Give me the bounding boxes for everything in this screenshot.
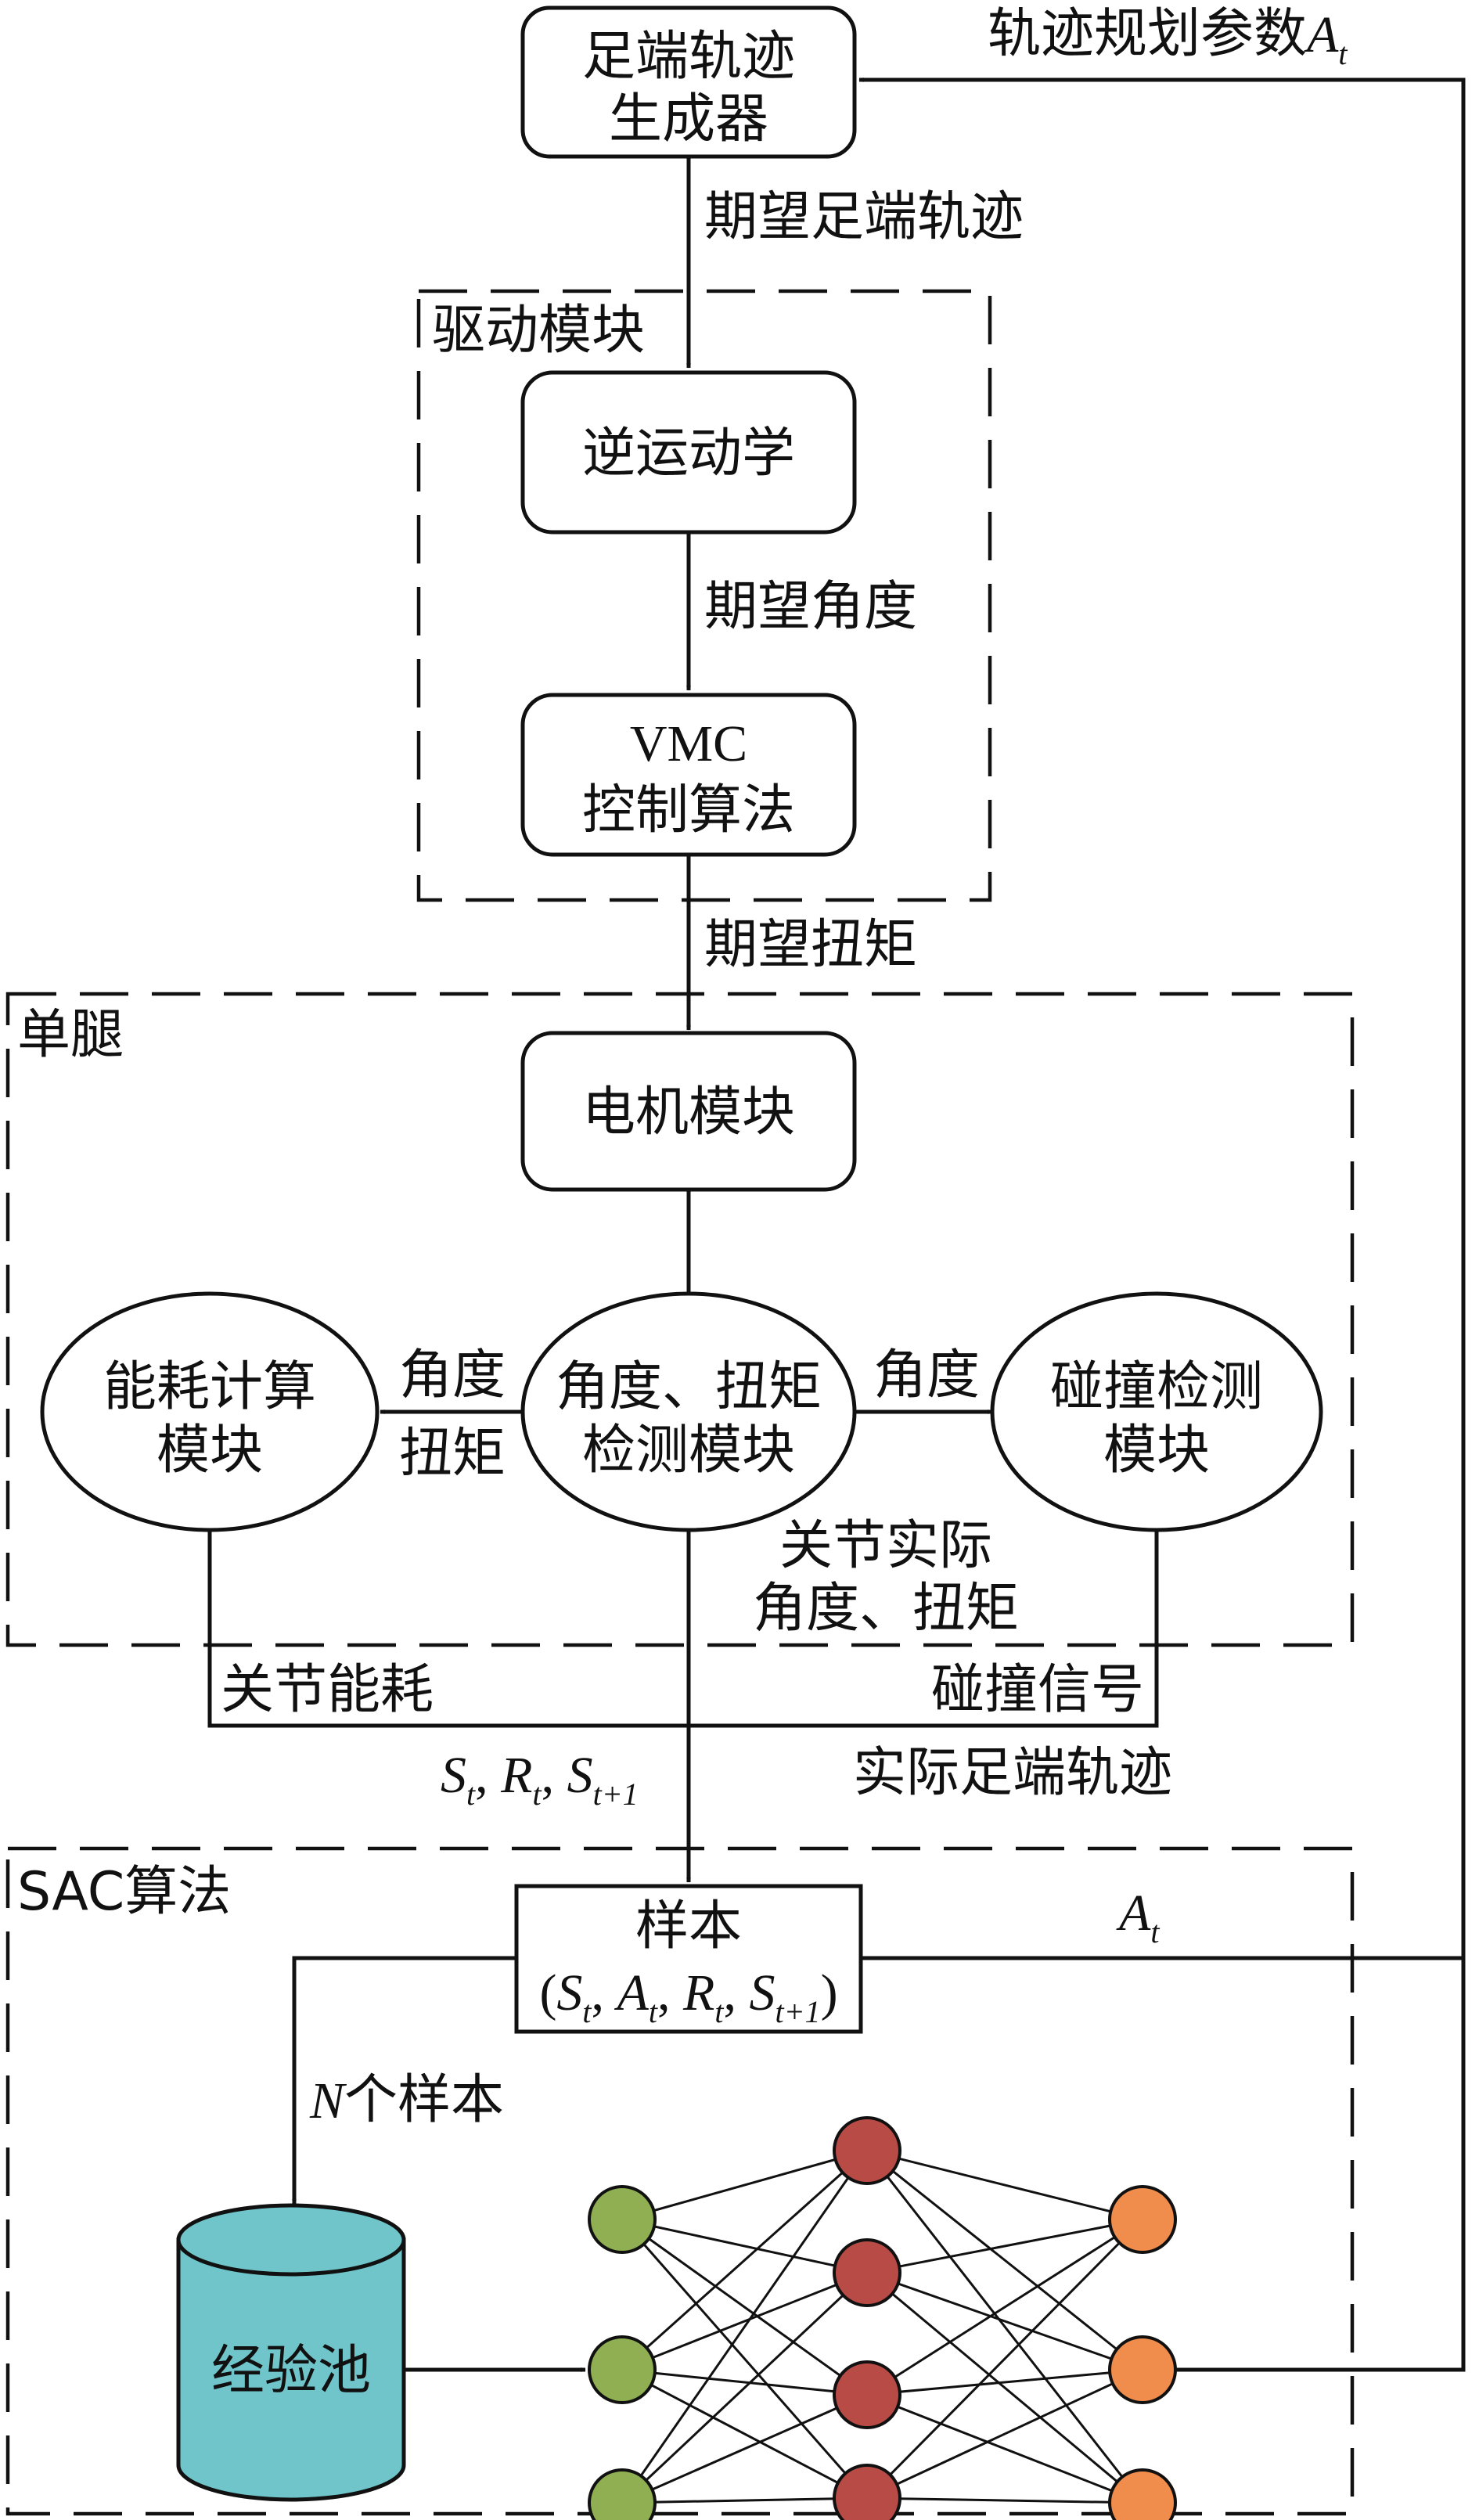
network-connection — [621, 2149, 868, 2221]
network-connection — [866, 2393, 1143, 2504]
label-desired-foot-trajectory: 期望足端轨迹 — [704, 186, 1024, 248]
inverse-kinematics-box — [520, 370, 857, 535]
hidden-neuron — [833, 2238, 901, 2307]
label-state-reward-next-state: St, Rt, St+1 — [441, 1747, 639, 1812]
label-joint-actual-line1: 关节实际 — [779, 1515, 992, 1577]
sensing-line1: 角度、扭矩 — [556, 1356, 822, 1418]
replay-pool-body — [176, 2237, 406, 2502]
vmc-label: VMC — [630, 715, 747, 772]
sample-tuple: (St, At, Rt, St+1) — [539, 1964, 837, 2029]
output-neuron — [1108, 2335, 1177, 2404]
policy-network — [588, 2116, 1177, 2520]
network-connection — [865, 2150, 1144, 2504]
drive-module-group — [416, 289, 992, 902]
network-connection — [621, 2368, 868, 2396]
input-neuron — [588, 2185, 657, 2254]
single-leg-label: 单腿 — [17, 1004, 124, 1066]
sac-algorithm-group — [5, 1846, 1355, 2516]
input-neuron — [588, 2335, 657, 2404]
collision-detect-line2: 模块 — [1103, 1420, 1210, 1481]
motor-module-box — [520, 1031, 857, 1192]
network-connection — [621, 2271, 868, 2371]
network-connection — [866, 2271, 1143, 2371]
network-connection — [621, 2149, 869, 2371]
collision-detect-ellipse — [990, 1291, 1323, 1532]
label-trajectory-params: 轨迹规划参数At — [988, 3, 1348, 71]
sample-box — [514, 1884, 863, 2034]
label-actual-foot-trajectory: 实际足端轨迹 — [853, 1742, 1172, 1804]
network-connection — [866, 2368, 1143, 2396]
foot-trajectory-generator-line1: 足端轨迹 — [582, 26, 795, 88]
network-connection — [621, 2150, 869, 2504]
sensing-line2: 检测模块 — [582, 1420, 795, 1481]
sample-title: 样本 — [635, 1895, 742, 1957]
network-connection — [621, 2219, 869, 2499]
label-joint-energy: 关节能耗 — [221, 1659, 434, 1721]
label-action: At — [1116, 1885, 1160, 1949]
network-connection — [621, 2218, 868, 2396]
label-angle-right: 角度 — [873, 1345, 980, 1406]
foot-trajectory-generator-box — [520, 5, 857, 159]
output-neuron — [1108, 2468, 1177, 2520]
label-n-samples: N个样本 — [309, 2069, 504, 2131]
hidden-neuron — [833, 2360, 901, 2429]
energy-calc-line2: 模块 — [157, 1420, 263, 1481]
bus-energy-collision — [207, 1530, 1159, 1728]
network-connection — [866, 2149, 1143, 2371]
label-desired-torque: 期望扭矩 — [704, 914, 917, 976]
vmc-control-box — [520, 693, 857, 857]
feedback-params-to-generator — [858, 77, 1466, 2372]
network-connection — [621, 2368, 868, 2500]
hidden-neuron — [833, 2116, 901, 2185]
network-connection — [621, 2393, 868, 2504]
foot-trajectory-generator-line2: 生成器 — [609, 88, 768, 150]
output-neuron — [1108, 2185, 1177, 2254]
network-connection — [866, 2218, 1143, 2274]
inverse-kinematics-label: 逆运动学 — [582, 423, 795, 484]
label-desired-angle: 期望角度 — [704, 576, 917, 638]
drive-module-label: 驱动模块 — [432, 300, 645, 362]
network-connection — [621, 2497, 868, 2504]
sac-algorithm-label: SAC算法 — [17, 1861, 231, 1923]
label-collision-signal: 碰撞信号 — [931, 1659, 1144, 1721]
network-connection — [866, 2497, 1143, 2504]
energy-calc-ellipse — [40, 1291, 380, 1532]
network-connection — [621, 2271, 869, 2504]
arrow-sample-to-replay — [292, 1956, 516, 2205]
label-joint-actual-line2: 角度、扭矩 — [753, 1578, 1019, 1640]
collision-detect-line1: 碰撞检测 — [1050, 1356, 1263, 1418]
replay-pool-cylinder: 经验池 — [176, 2203, 406, 2502]
motor-module-label: 电机模块 — [582, 1082, 795, 1143]
replay-pool-label: 经验池 — [211, 2340, 371, 2402]
network-connection — [865, 2218, 1144, 2500]
network-connection — [866, 2271, 1143, 2504]
replay-pool-top — [176, 2203, 406, 2277]
angle-torque-sensing-ellipse — [520, 1291, 857, 1532]
hidden-neuron — [833, 2464, 901, 2520]
network-connection — [866, 2149, 1143, 2221]
network-connection — [866, 2218, 1143, 2396]
label-torque-left: 扭矩 — [399, 1423, 506, 1485]
connections — [207, 77, 1466, 2372]
energy-calc-line1: 能耗计算 — [103, 1356, 316, 1418]
label-angle-left: 角度 — [399, 1345, 506, 1406]
single-leg-group — [5, 992, 1355, 1647]
input-neuron — [588, 2468, 657, 2520]
network-connection — [621, 2218, 868, 2274]
network-connection — [866, 2368, 1143, 2500]
vmc-control-label: 控制算法 — [582, 779, 795, 841]
